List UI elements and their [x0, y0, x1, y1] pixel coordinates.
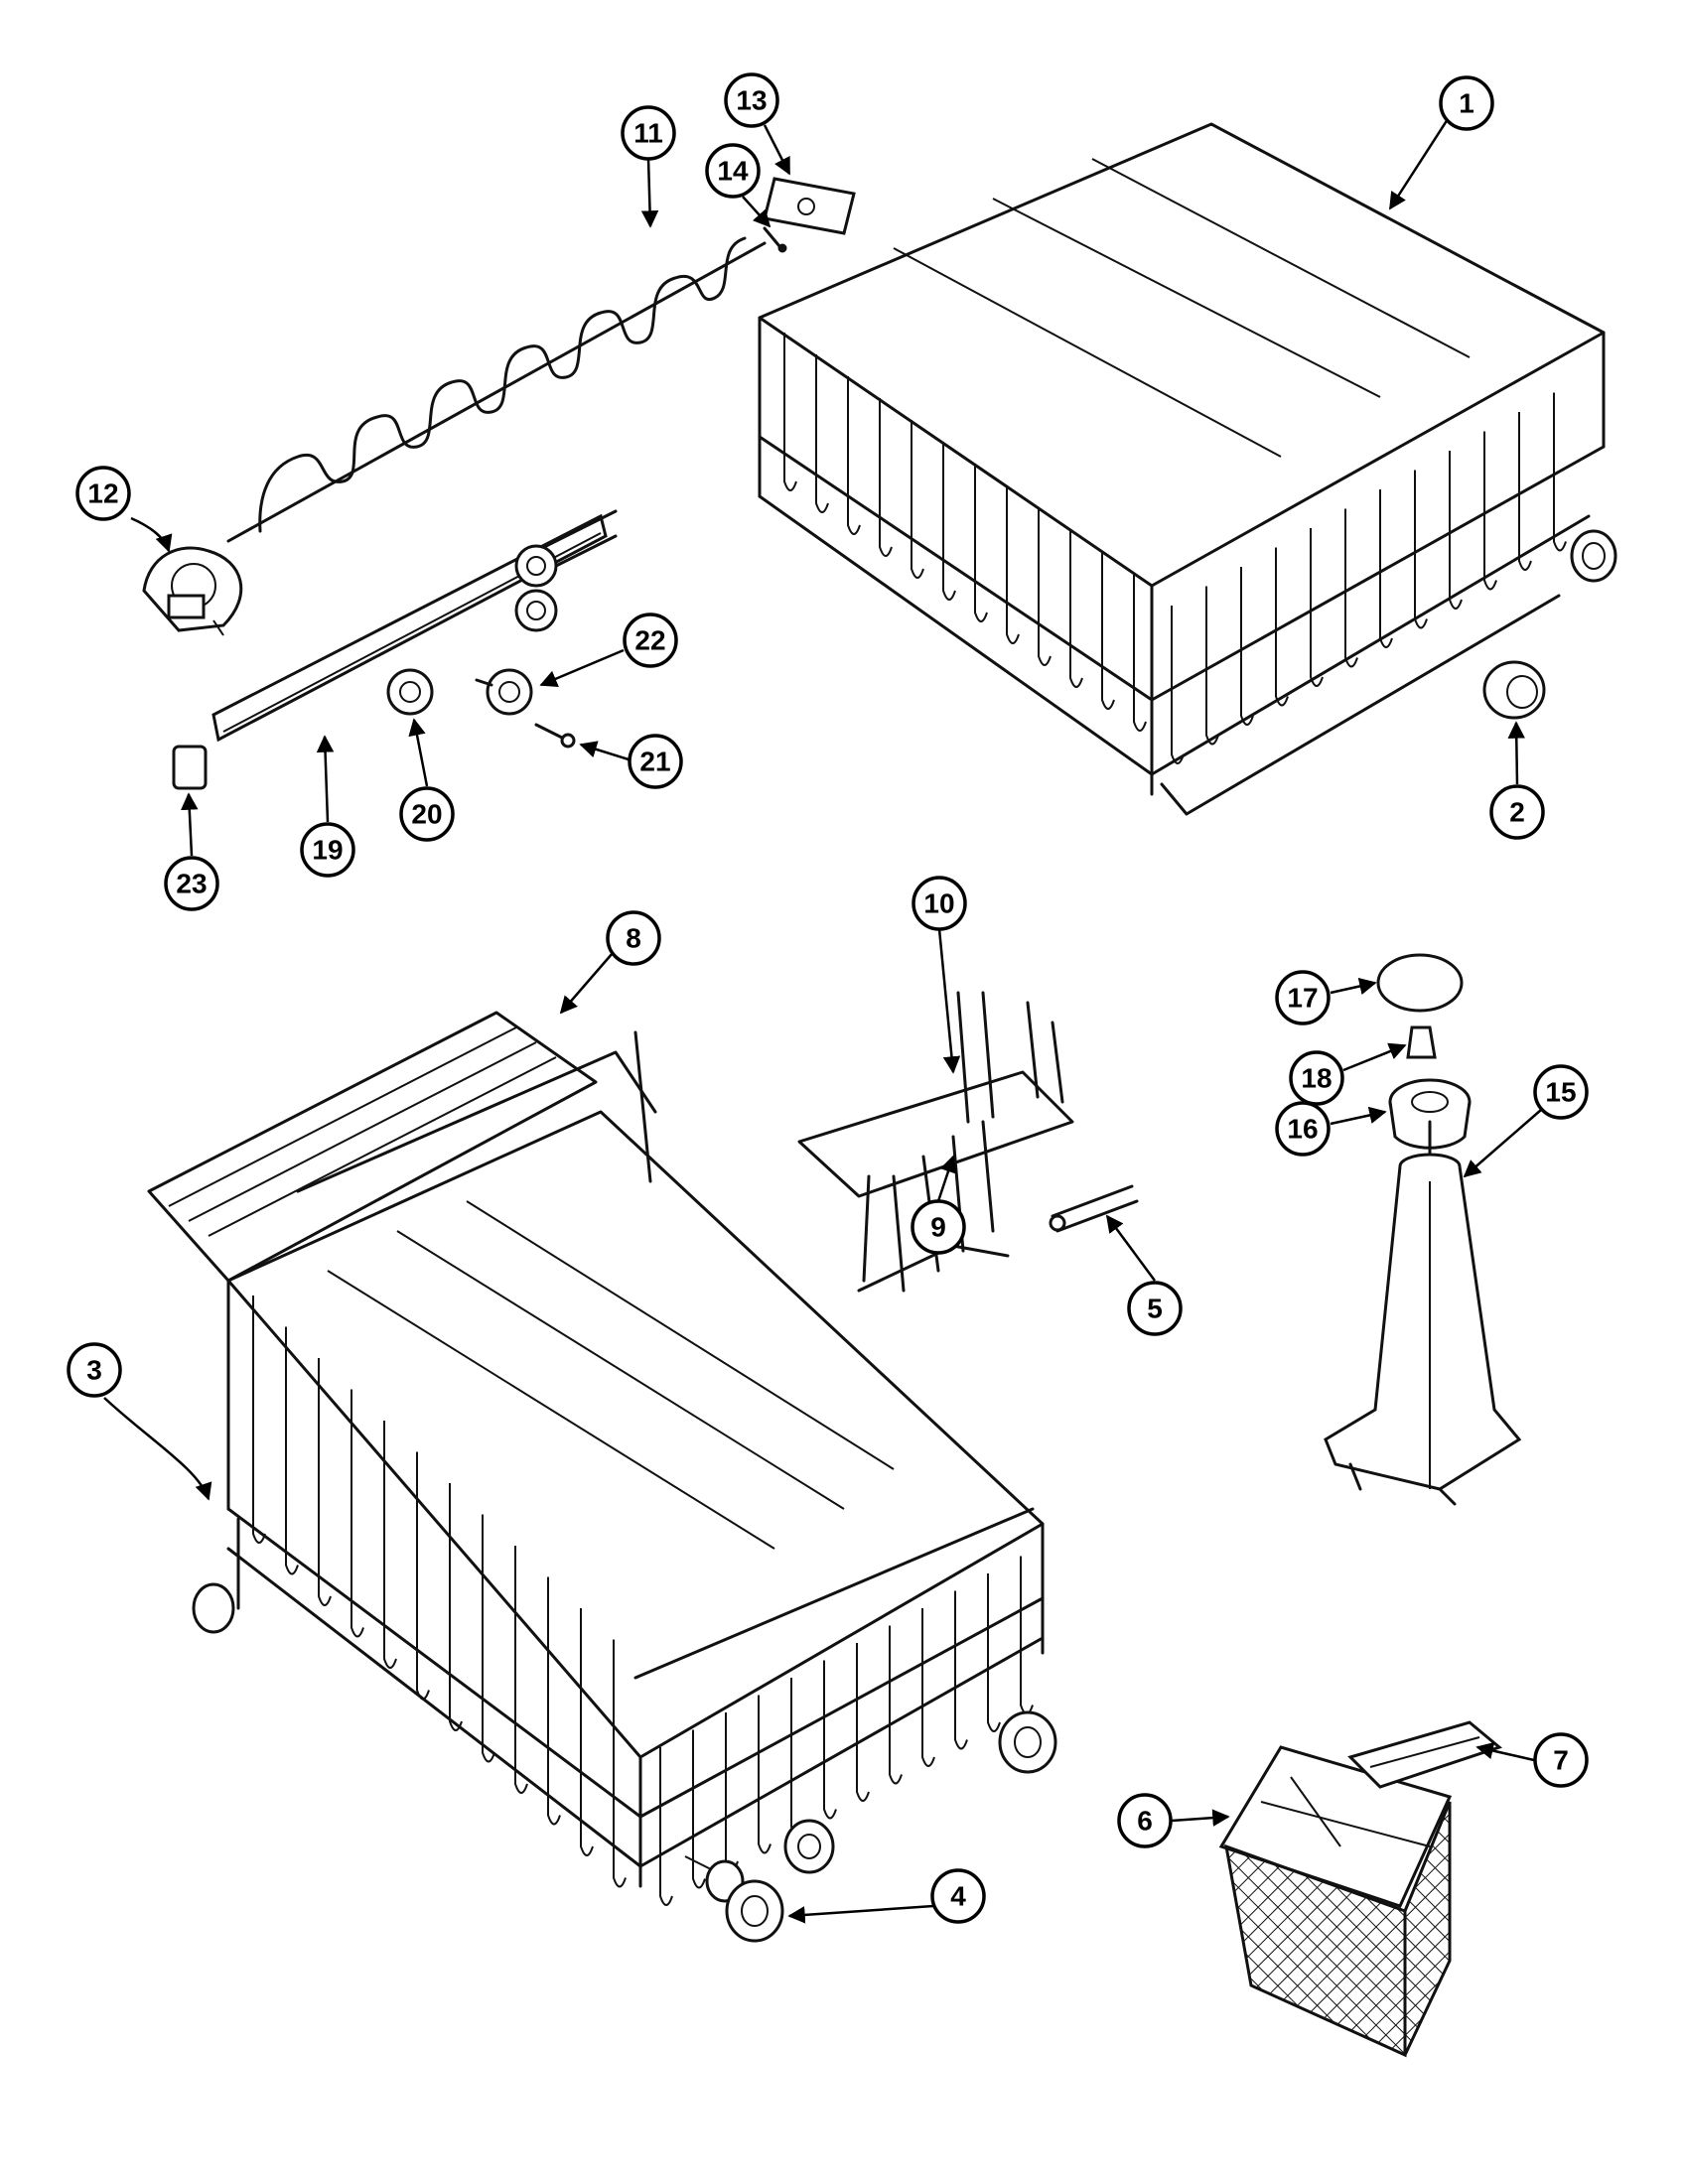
callout-21: 21	[628, 734, 683, 789]
callout-22: 22	[623, 613, 678, 668]
callout-15: 15	[1533, 1064, 1589, 1120]
cup-shelf-part-8	[147, 1011, 598, 1283]
roller-part-20	[386, 668, 434, 716]
screw-part-14	[763, 226, 787, 253]
basket-lid-part-7	[1347, 1720, 1503, 1789]
spray-tower-part-15	[1324, 1120, 1522, 1506]
clip-part-5	[1049, 1184, 1139, 1233]
rack-rail-part-19	[211, 509, 618, 743]
callout-9: 9	[911, 1199, 966, 1255]
wire-rod-part-11	[226, 236, 767, 543]
roller-part-22	[475, 668, 533, 716]
callout-17: 17	[1275, 970, 1331, 1025]
rack-wheel-part-4	[684, 1855, 784, 1943]
callout-4: 4	[930, 1868, 986, 1924]
lower-rack	[192, 1030, 1057, 1906]
callout-6-label: 6	[1137, 1806, 1153, 1837]
callout-5: 5	[1127, 1281, 1183, 1336]
callout-15-label: 15	[1545, 1077, 1576, 1108]
upper-rack	[758, 122, 1617, 816]
callout-16: 16	[1275, 1101, 1331, 1157]
callout-23: 23	[164, 856, 219, 911]
callout-16-label: 16	[1287, 1114, 1318, 1145]
callout-1-label: 1	[1459, 88, 1474, 119]
callout-6: 6	[1117, 1793, 1173, 1848]
callout-20-label: 20	[411, 799, 442, 830]
callout-2-label: 2	[1509, 797, 1525, 828]
callout-12-label: 12	[87, 478, 118, 509]
callout-19: 19	[300, 822, 355, 878]
screw-part-21	[534, 723, 576, 749]
callout-13: 13	[724, 72, 779, 128]
gear-part-12	[142, 546, 243, 636]
callout-4-label: 4	[950, 1881, 966, 1912]
callout-3: 3	[67, 1342, 122, 1398]
callout-10: 10	[912, 876, 967, 931]
callout-22-label: 22	[634, 625, 665, 656]
callout-1: 1	[1439, 75, 1494, 131]
callout-7-label: 7	[1553, 1745, 1569, 1776]
callout-10-label: 10	[923, 888, 954, 919]
cap-part-17	[1376, 953, 1464, 1013]
callout-7: 7	[1533, 1732, 1589, 1788]
stem-part-18	[1406, 1025, 1437, 1059]
callout-14-label: 14	[717, 156, 749, 187]
callout-8: 8	[606, 910, 661, 966]
clip-part-13	[763, 177, 856, 235]
callout-5-label: 5	[1147, 1294, 1163, 1324]
end-cap-part-23	[172, 745, 208, 790]
callout-11: 11	[621, 105, 676, 161]
callout-9-label: 9	[930, 1212, 946, 1243]
silverware-basket-part-6	[1218, 1745, 1453, 2058]
callout-23-label: 23	[176, 869, 207, 899]
callout-17-label: 17	[1287, 983, 1318, 1014]
callout-20: 20	[399, 786, 455, 842]
callout-13-label: 13	[736, 85, 767, 116]
callout-21-label: 21	[639, 747, 670, 777]
leader-lines	[103, 118, 1542, 1924]
callout-11-label: 11	[633, 118, 663, 149]
callout-14: 14	[705, 143, 761, 199]
callout-12: 12	[75, 466, 131, 521]
callout-2: 2	[1489, 784, 1545, 840]
rack-wheel-part-2	[1482, 660, 1546, 720]
callout-3-label: 3	[86, 1355, 102, 1386]
callout-18: 18	[1289, 1050, 1344, 1106]
callout-8-label: 8	[626, 923, 641, 954]
callout-18-label: 18	[1301, 1063, 1332, 1094]
callout-19-label: 19	[312, 835, 343, 866]
